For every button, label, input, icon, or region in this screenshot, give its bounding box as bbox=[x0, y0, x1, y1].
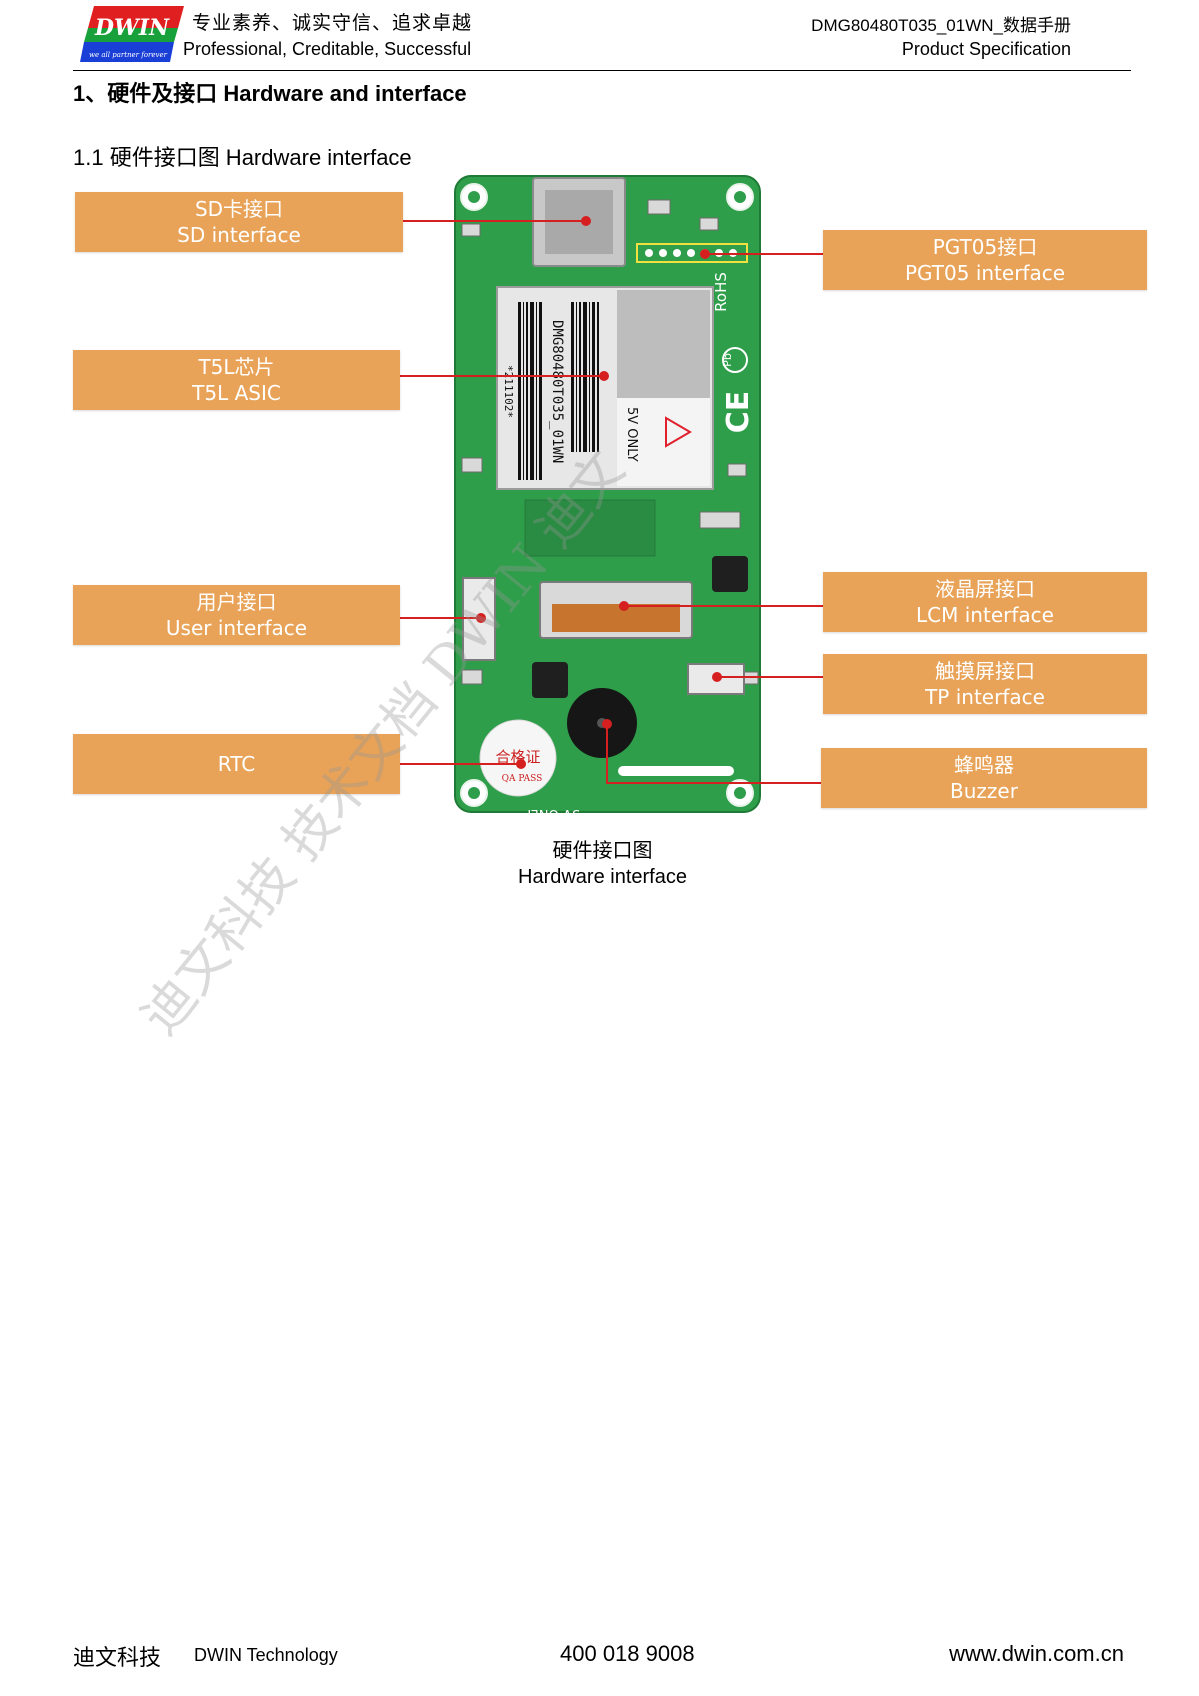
logo-tagline: we all partner forever bbox=[89, 51, 168, 59]
header-slogan-en: Professional, Creditable, Successful bbox=[183, 39, 472, 59]
ce-mark: CE bbox=[721, 391, 756, 434]
callout-buzzer: 蜂鸣器 Buzzer bbox=[821, 748, 1147, 808]
callout-t5l-asic: T5L芯片 T5L ASIC bbox=[73, 350, 400, 410]
callout-sd-cn: SD卡接口 bbox=[194, 197, 284, 221]
callout-user-interface: 用户接口 User interface bbox=[73, 585, 400, 645]
callout-tp-interface: 触摸屏接口 TP interface bbox=[823, 654, 1147, 714]
header-doc-id: DMG80480T035_01WN_数据手册 bbox=[811, 16, 1071, 35]
callout-sd-en: SD interface bbox=[177, 223, 301, 247]
callout-buzzer-cn: 蜂鸣器 bbox=[954, 753, 1014, 777]
module-model-label: DMG80480T035_01WN bbox=[549, 320, 565, 463]
pb-free-icon bbox=[722, 347, 748, 373]
footer-phone: 400 018 9008 bbox=[560, 1641, 695, 1666]
pb-mark: Pb bbox=[721, 353, 734, 367]
ic-chip bbox=[712, 556, 748, 592]
header-slogan-cn: 专业素养、诚实守信、追求卓越 bbox=[192, 12, 473, 34]
callout-sd-interface: SD卡接口 SD interface bbox=[75, 192, 403, 252]
warning-triangle-icon bbox=[665, 416, 692, 448]
qa-pass-sticker bbox=[479, 719, 557, 797]
board-bottom-text: 5V ONLY bbox=[525, 806, 580, 821]
figure-caption-cn: 硬件接口图 bbox=[552, 838, 653, 862]
footer-company-en: DWIN Technology bbox=[194, 1645, 338, 1665]
board-slot bbox=[618, 766, 734, 776]
callout-t5l-en: T5L ASIC bbox=[192, 381, 281, 405]
callout-lcm-interface: 液晶屏接口 LCM interface bbox=[823, 572, 1147, 632]
leader-buzzer bbox=[606, 724, 823, 784]
rohs-mark: RoHS bbox=[712, 272, 730, 312]
callout-pgt05-cn: PGT05接口 bbox=[932, 235, 1038, 259]
module-warning: 5V ONLY bbox=[624, 407, 639, 462]
callout-buzzer-en: Buzzer bbox=[950, 779, 1018, 803]
qa-pass-cn: 合格证 bbox=[495, 748, 540, 766]
callout-lcm-en: LCM interface bbox=[916, 603, 1054, 627]
module-serial: *211102* bbox=[502, 365, 515, 418]
callout-tp-cn: 触摸屏接口 bbox=[935, 659, 1035, 683]
header-doc-type: Product Specification bbox=[901, 39, 1071, 59]
callout-tp-en: TP interface bbox=[925, 685, 1045, 709]
callout-lcm-cn: 液晶屏接口 bbox=[935, 577, 1035, 601]
footer-website: www.dwin.com.cn bbox=[949, 1641, 1124, 1666]
header-divider bbox=[73, 70, 1131, 71]
qa-pass-en: QA PASS bbox=[502, 774, 543, 784]
callout-pgt05-en: PGT05 interface bbox=[904, 261, 1066, 285]
ic-chip bbox=[532, 662, 568, 698]
section-heading: 1、硬件及接口 Hardware and interface bbox=[73, 81, 467, 106]
callout-rtc: RTC bbox=[73, 734, 400, 794]
footer-company-cn: 迪文科技 bbox=[73, 1646, 162, 1671]
figure-caption-en: Hardware interface bbox=[518, 866, 687, 888]
subsection-heading: 1.1 硬件接口图 Hardware interface bbox=[73, 145, 412, 170]
callout-rtc-text: RTC bbox=[217, 752, 256, 776]
callout-user-en: User interface bbox=[165, 616, 308, 640]
callout-t5l-cn: T5L芯片 bbox=[198, 355, 275, 379]
logo-wordmark: DWIN bbox=[94, 15, 170, 41]
dwin-logo: DWIN we all partner forever bbox=[80, 6, 184, 62]
callout-pgt05-interface: PGT05接口 PGT05 interface bbox=[823, 230, 1147, 290]
callout-user-cn: 用户接口 bbox=[196, 590, 277, 614]
